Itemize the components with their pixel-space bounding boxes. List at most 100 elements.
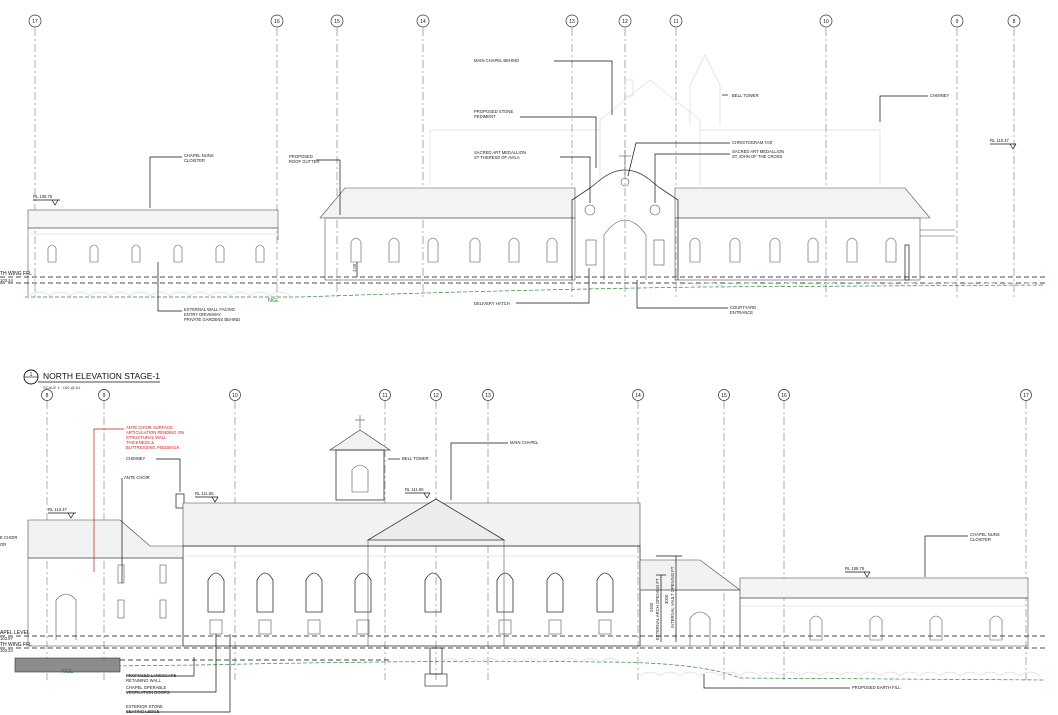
upper-grid-17: 17 bbox=[28, 14, 42, 300]
upper-grid-label: 9 bbox=[956, 19, 959, 25]
note-bell-tower: BELL TOWER bbox=[722, 93, 759, 98]
svg-text:ENTRANCE: ENTRANCE bbox=[730, 310, 753, 315]
svg-text:10: 10 bbox=[232, 393, 238, 399]
note-chapel-nuns-cloister: CHAPEL NUNS CLOISTER bbox=[149, 153, 214, 208]
upper-grid-label: 8 bbox=[1013, 19, 1016, 25]
svg-text:PRIVATE GARDENS BEHIND: PRIVATE GARDENS BEHIND bbox=[184, 317, 240, 322]
upper-grid-8: 8 bbox=[1007, 14, 1021, 300]
dim-internal-vault: INTERNAL VAULT OPENING FT bbox=[670, 566, 675, 628]
note-ventilation-doors: CHAPEL OPERABLE VENTILATION DOORS bbox=[126, 634, 217, 695]
svg-text:13: 13 bbox=[485, 393, 491, 399]
upper-windows bbox=[47, 237, 910, 281]
lower-levels: RL 110.47 RL 111.65 RL 111.65 RL 108.75 … bbox=[0, 487, 871, 675]
upper-grid: 17 16 15 14 13 12 11 10 9 8 bbox=[28, 14, 1021, 300]
level-label: TH WING FFL bbox=[0, 271, 32, 277]
level-label: RL 108.75 bbox=[33, 194, 53, 199]
svg-text:BELL TOWER: BELL TOWER bbox=[732, 93, 759, 98]
svg-text:14: 14 bbox=[635, 393, 641, 399]
drawing-scale: SCALE 1 : 100 @ A1 bbox=[43, 385, 81, 390]
svg-text:CHIMNEY: CHIMNEY bbox=[126, 456, 146, 461]
note-chimney-lower: CHIMNEY bbox=[126, 456, 181, 492]
lower-chapel-windows bbox=[207, 572, 614, 675]
svg-text:8: 8 bbox=[46, 393, 49, 399]
svg-text:11: 11 bbox=[382, 393, 387, 399]
upper-levels: RL 108.75 RL 110.47 TH WING FFL 103.24 N… bbox=[0, 138, 1017, 304]
note-bell-tower-lower: BELL TOWER bbox=[388, 456, 429, 461]
note-medallion-therese: SACRED ART MEDALLION ST THERESE OF AVILA bbox=[474, 150, 591, 203]
svg-text:BELL TOWER: BELL TOWER bbox=[402, 456, 429, 461]
note-or: OR bbox=[0, 542, 6, 547]
svg-text:ST THERESE OF AVILA: ST THERESE OF AVILA bbox=[474, 155, 520, 160]
note-proposed-earth-fill: PROPOSED EARTH FILL bbox=[703, 674, 901, 690]
note-medallion-john: SACRED ART MEDALLION ST JOHN OF THE CROS… bbox=[654, 149, 784, 203]
note-main-chapel-behind: MAIN CHAPEL BEHIND bbox=[474, 58, 613, 115]
svg-text:CHAPEL NUNS: CHAPEL NUNS bbox=[970, 532, 1000, 537]
svg-text:PROPOSED LANDSCAPE: PROPOSED LANDSCAPE bbox=[126, 673, 176, 678]
svg-text:CHAPEL OPERABLE: CHAPEL OPERABLE bbox=[126, 685, 167, 690]
upper-grid-10: 10 bbox=[819, 14, 833, 300]
upper-grid-11: 11 bbox=[669, 14, 683, 300]
dim-3000: 3000 bbox=[664, 594, 669, 604]
svg-text:9: 9 bbox=[103, 393, 106, 399]
note-main-chapel: MAIN CHAPEL bbox=[450, 440, 539, 500]
level-label: RL 108.75 bbox=[845, 566, 865, 571]
level-label: RL 111.65 bbox=[195, 491, 214, 496]
svg-text:EXTERNAL WALL FACING: EXTERNAL WALL FACING bbox=[184, 307, 235, 312]
level-label: RL 111.65 bbox=[405, 487, 424, 492]
upper-grid-label: 14 bbox=[420, 19, 426, 25]
note-chimney: CHIMNEY bbox=[879, 93, 950, 122]
svg-text:SEATING LEDGE: SEATING LEDGE bbox=[126, 709, 160, 714]
svg-text:SACRED ART MEDALLION: SACRED ART MEDALLION bbox=[474, 150, 526, 155]
svg-text:COURTYARD: COURTYARD bbox=[730, 305, 756, 310]
drawing-title-block: 1 NORTH ELEVATION STAGE-1 SCALE 1 : 100 … bbox=[23, 369, 160, 390]
svg-text:ARTICULATION PENDING ON: ARTICULATION PENDING ON bbox=[126, 430, 184, 435]
svg-text:DELIVERY HATCH: DELIVERY HATCH bbox=[474, 301, 510, 306]
lower-elevation: 8 9 10 11 12 13 14 15 16 17 bbox=[0, 389, 1046, 714]
svg-text:RETAINING WALL: RETAINING WALL bbox=[126, 678, 162, 683]
svg-text:THICKNESS &: THICKNESS & bbox=[126, 440, 154, 445]
note-exterior-stone-ledge: EXTERIOR STONE SEATING LEDGE bbox=[126, 634, 231, 714]
red-design-note: ANTE CHOIR SURFACE ARTICULATION PENDING … bbox=[93, 425, 184, 572]
lower-grid-15: 15 bbox=[718, 389, 730, 680]
upper-grid-label: 15 bbox=[334, 19, 340, 25]
upper-grid-15: 15 bbox=[330, 14, 344, 300]
svg-text:EXTERIOR STONE: EXTERIOR STONE bbox=[126, 704, 163, 709]
upper-grid-label: 17 bbox=[32, 19, 38, 25]
upper-elevation: 17 16 15 14 13 12 11 10 9 8 bbox=[0, 14, 1046, 322]
svg-text:BUTTRESSING FEEDBACK: BUTTRESSING FEEDBACK bbox=[126, 445, 180, 450]
upper-grid-label: 10 bbox=[823, 19, 829, 25]
svg-text:15: 15 bbox=[721, 393, 727, 399]
note-courtyard-entrance: COURTYARD ENTRANCE bbox=[636, 280, 756, 315]
svg-text:PROPOSED: PROPOSED bbox=[289, 154, 313, 159]
note-proposed-roof-gutter: PROPOSED ROOF GUTTER bbox=[289, 154, 341, 215]
level-label: RL 110.47 bbox=[48, 507, 68, 512]
lower-ante-choir bbox=[27, 519, 184, 647]
upper-grid-14: 14 bbox=[416, 14, 430, 300]
svg-text:CHAPEL NUNS: CHAPEL NUNS bbox=[184, 153, 214, 158]
svg-text:VENTILATION DOORS: VENTILATION DOORS bbox=[126, 690, 170, 695]
upper-ground bbox=[0, 276, 1046, 298]
note-proposed-stone-pediment: PROPOSED STONE PEDIMENT bbox=[474, 109, 597, 168]
lower-ground bbox=[0, 635, 1046, 687]
note-ante-choir: ANTE CHOIR bbox=[121, 475, 150, 583]
dim-2400: 2400 bbox=[649, 602, 654, 612]
drawing-title: NORTH ELEVATION STAGE-1 bbox=[43, 371, 160, 381]
svg-text:ROOF GUTTER: ROOF GUTTER bbox=[289, 159, 319, 164]
drawing-number: 1 bbox=[30, 372, 33, 378]
svg-text:CLOISTER: CLOISTER bbox=[970, 537, 991, 542]
svg-text:ENTRY DRIVEWAY: ENTRY DRIVEWAY bbox=[184, 312, 221, 317]
svg-text:16: 16 bbox=[781, 393, 787, 399]
lower-annotations: BELL TOWER MAIN CHAPEL CHIMNEY ANTE CHOI… bbox=[0, 440, 1000, 714]
note-external-wall-facing: EXTERNAL WALL FACING ENTRY DRIVEWAY PRIV… bbox=[157, 262, 240, 322]
lower-right-wing bbox=[639, 559, 1029, 647]
svg-text:CHIMNEY: CHIMNEY bbox=[930, 93, 950, 98]
upper-cloister-left bbox=[27, 209, 279, 296]
upper-grid-label: 13 bbox=[569, 19, 575, 25]
dim-external-arch: EXTERNAL ARCH OPENING FT bbox=[655, 578, 660, 640]
svg-text:12: 12 bbox=[433, 393, 439, 399]
note-e-choir: E CHOIR bbox=[0, 535, 17, 540]
note-landscape-retaining-wall: PROPOSED LANDSCAPE RETAINING WALL bbox=[126, 657, 195, 683]
level-label: 103.24 bbox=[0, 648, 13, 653]
svg-text:PROPOSED EARTH FILL: PROPOSED EARTH FILL bbox=[852, 685, 901, 690]
